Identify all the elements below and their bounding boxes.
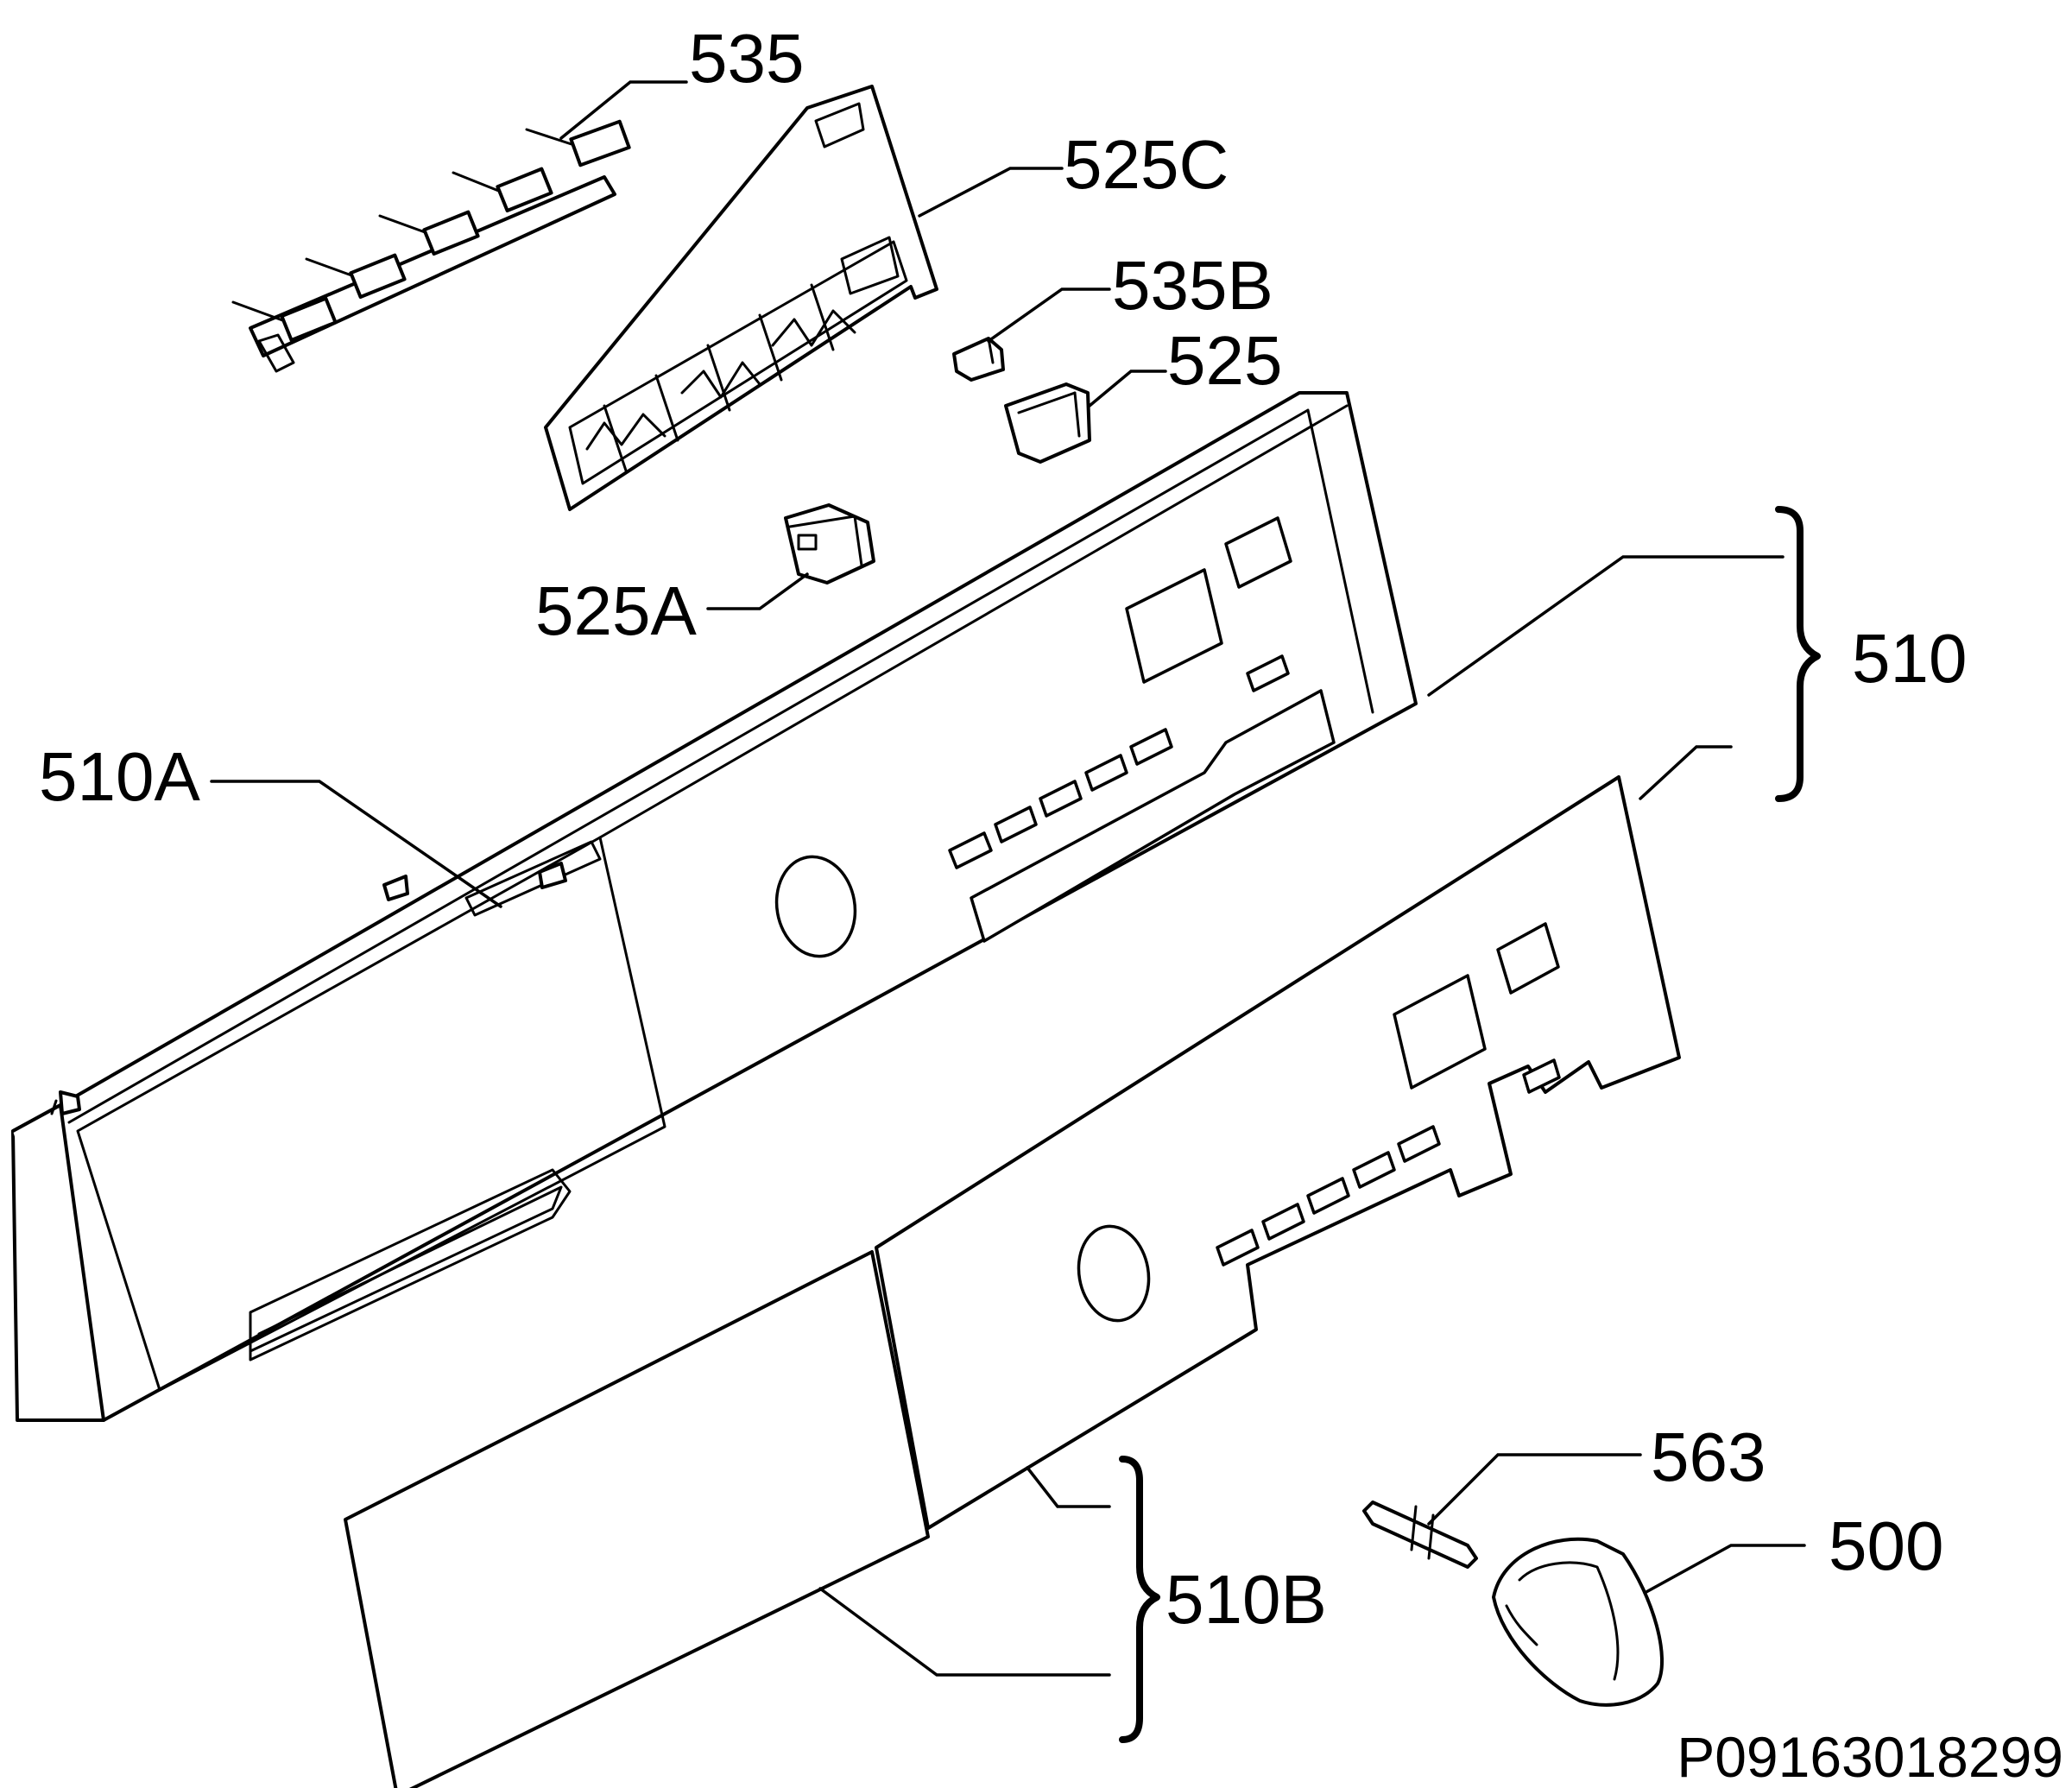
- leader-563: [1427, 1453, 1642, 1526]
- display-window-foil: [1393, 974, 1487, 1090]
- knob-opening: [774, 855, 857, 958]
- brace-510b: [1119, 1456, 1160, 1743]
- carrier-frame-525c: [544, 85, 938, 511]
- callout-510: 510: [1852, 620, 1967, 697]
- plunger-2: [305, 253, 407, 300]
- leader-525c: [918, 167, 1064, 218]
- leader-510-top: [1427, 555, 1785, 697]
- knob-opening-foil: [1077, 1224, 1151, 1323]
- knob-axle-563: [1362, 1501, 1478, 1569]
- lens-block-525: [1004, 382, 1091, 464]
- button-openings-foil: [1216, 1058, 1561, 1267]
- callout-525a: 525A: [535, 572, 697, 649]
- callout-525c: 525C: [1064, 126, 1229, 203]
- callout-535b: 535B: [1112, 247, 1273, 324]
- button-plunger-bar-535: [231, 119, 631, 373]
- leader-lines: [210, 80, 1806, 1677]
- leader-500: [1643, 1544, 1806, 1595]
- leader-525: [1088, 370, 1167, 408]
- selector-knob-500: [1492, 1537, 1665, 1707]
- leader-525a: [706, 572, 809, 610]
- leader-510-bottom: [1639, 745, 1733, 800]
- leader-510a: [210, 780, 502, 908]
- panel-foil-510b: [344, 775, 1681, 1788]
- brace-510: [1775, 506, 1821, 802]
- leader-510b-bottom: [818, 1587, 1111, 1677]
- plunger-5: [525, 119, 631, 167]
- callout-510b: 510B: [1166, 1561, 1327, 1638]
- control-panel-housing-510: [11, 391, 1418, 1422]
- display-window: [1125, 568, 1223, 684]
- display-window-foil-small: [1496, 922, 1560, 995]
- plunger-1: [231, 296, 338, 343]
- callout-500: 500: [1829, 1507, 1943, 1584]
- callout-535: 535: [689, 20, 804, 97]
- lens-block-525a: [784, 503, 875, 584]
- display-window-small: [1224, 516, 1292, 589]
- leader-535: [559, 80, 688, 140]
- callout-525: 525: [1167, 322, 1282, 399]
- button-openings: [948, 654, 1290, 869]
- led-strip-opening: [970, 689, 1336, 943]
- leader-510b-top: [1026, 1466, 1111, 1508]
- callout-563: 563: [1651, 1418, 1766, 1495]
- callout-510a: 510A: [39, 738, 200, 815]
- clip-535b: [952, 337, 1005, 382]
- plunger-3: [378, 210, 480, 256]
- document-id: P09163018299: [1677, 1725, 2063, 1788]
- plunger-4: [452, 167, 553, 213]
- leader-535b: [987, 287, 1111, 343]
